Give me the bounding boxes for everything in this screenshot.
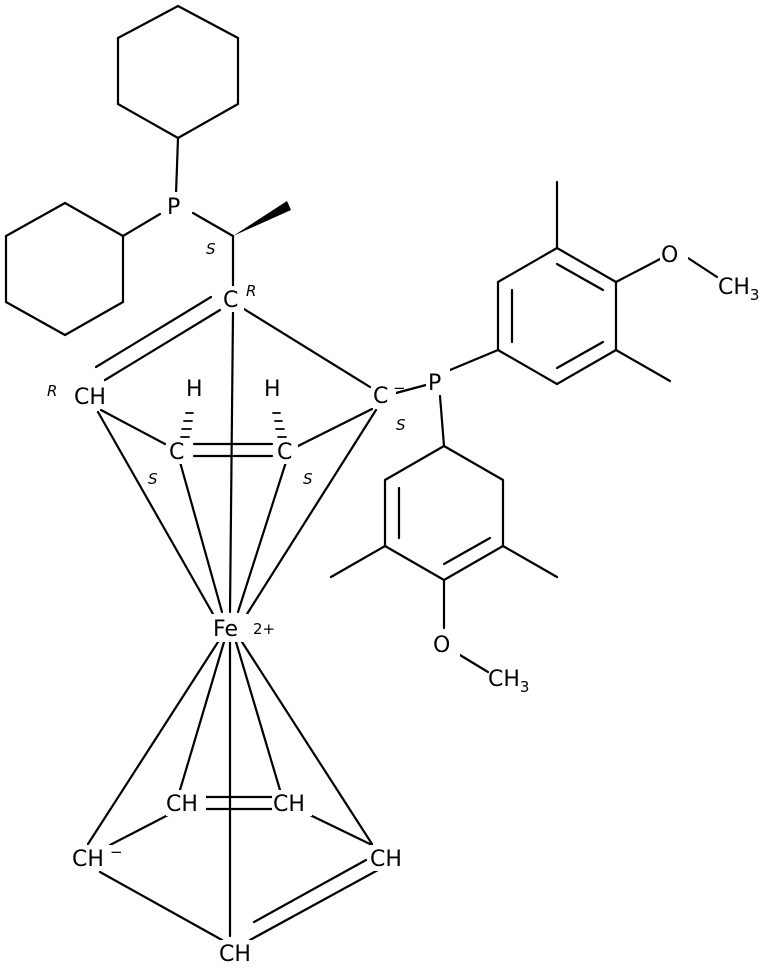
cyclohexyl-ring-top <box>116 4 240 140</box>
upper-cp-ring <box>94 295 374 458</box>
stereo-s-c-in-right: S <box>303 470 313 488</box>
hydrogen-atom-left: H <box>186 377 203 402</box>
bond-p1-chiral-c <box>191 211 235 238</box>
atom-labels: P C CH H H C C C − P O CH3 O CH3 Fe 2+ C… <box>72 192 759 967</box>
cp-ch-left-charge: − <box>110 843 123 861</box>
carbanion-charge: − <box>393 379 406 397</box>
iron-atom: Fe <box>213 617 238 642</box>
lower-cp-ring <box>98 795 380 942</box>
hydrogen-atom-right: H <box>264 377 281 402</box>
oxygen-atom-1: O <box>661 243 678 268</box>
phosphorus-atom-1: P <box>167 195 180 220</box>
cp-ch-atom-left: CH <box>72 847 104 872</box>
stereo-s-c-in-left: S <box>148 470 158 488</box>
bonds <box>4 4 719 942</box>
carbon-atom-inner-right: C <box>277 440 292 465</box>
phosphorus-atom-2: P <box>428 371 441 396</box>
carbon-atom-ring-top: C <box>223 288 238 313</box>
methyl-group-1: CH3 <box>718 275 759 304</box>
hashed-bond-h-left <box>180 412 194 438</box>
fe-lower-ring-bonds <box>86 640 374 938</box>
bond-c-p2 <box>394 383 428 395</box>
stereo-descriptors: S R R S S S <box>47 240 406 488</box>
cp-ch-atom-right: CH <box>370 847 402 872</box>
oxygen-atom-2: O <box>433 633 450 658</box>
upper-aryl-ring <box>448 180 719 386</box>
bond-p1-cy1 <box>174 136 180 196</box>
cyclohexyl-ring-left <box>4 201 125 337</box>
stereo-r-ch-left: R <box>47 382 57 400</box>
stereo-s-side-chain: S <box>206 240 216 258</box>
carbanion-atom: C <box>373 384 388 409</box>
lower-aryl-ring <box>329 394 559 674</box>
wedge-bond-methyl <box>233 201 291 236</box>
stereo-r-c-top: R <box>246 282 256 300</box>
cp-ch-atom-a: CH <box>166 792 198 817</box>
hashed-bond-h-right <box>272 412 287 438</box>
stereo-s-c-right: S <box>396 416 406 434</box>
cp-ch-atom-b: CH <box>273 792 305 817</box>
bond-p1-cy2 <box>121 212 162 238</box>
cp-ch-atom-bottom: CH <box>219 942 251 967</box>
ch-atom-ring-left: CH <box>74 385 106 410</box>
iron-charge: 2+ <box>253 620 275 638</box>
fe-upper-ring-bonds <box>96 310 378 616</box>
carbon-atom-inner-left: C <box>169 440 184 465</box>
methyl-group-2: CH3 <box>488 667 529 696</box>
